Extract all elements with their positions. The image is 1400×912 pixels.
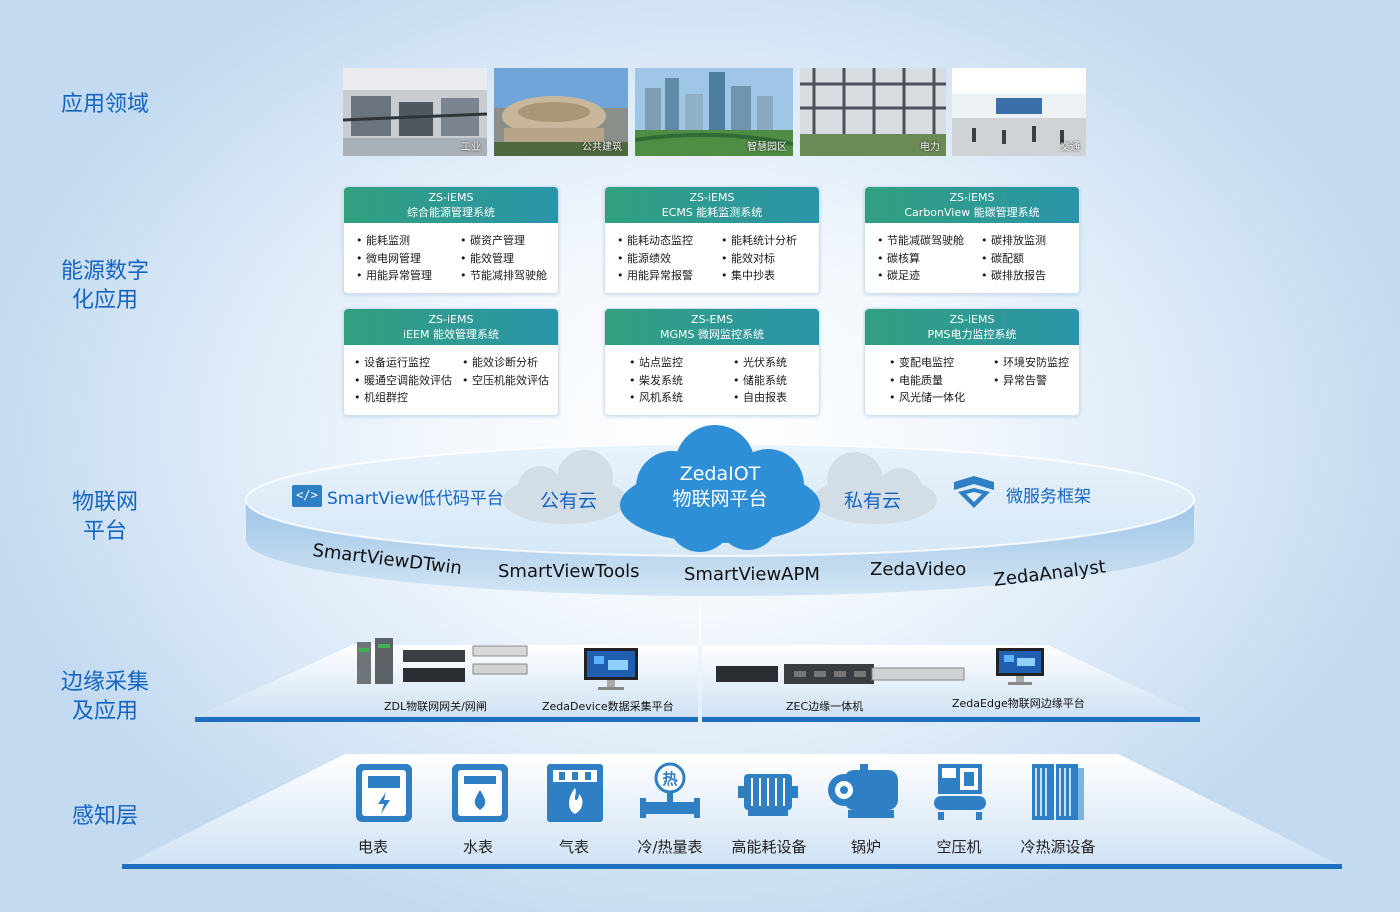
edge-caption-zec: ZEC边缘一体机 <box>786 700 864 713</box>
layer-label-app-domain: 应用领域 <box>60 92 149 117</box>
sensor-label-boiler: 锅炉 <box>850 838 881 856</box>
sensor-label-gas: 气表 <box>558 838 589 856</box>
gateway-devices-icon <box>357 638 528 684</box>
photo-caption: 工业 <box>461 142 481 153</box>
photo-power: 电力 <box>800 68 946 156</box>
sensor-label-heat: 冷/热量表 <box>637 838 703 856</box>
edge-monitor-icon <box>996 648 1044 685</box>
module-smartviewtools: SmartViewTools <box>498 561 640 582</box>
microservice-label: 微服务框架 <box>1006 487 1091 507</box>
edge-caption-zdl: ZDL物联网网关/网闸 <box>384 700 487 713</box>
photo-caption: 智慧园区 <box>747 142 787 153</box>
sensor-label-compressor: 空压机 <box>936 838 982 856</box>
card-items: 能耗动态监控能耗统计分析 能源绩效能效对标 用能异常报警集中抄表 <box>605 223 819 285</box>
microservice-icon <box>954 476 994 508</box>
edge-box-devices-icon <box>716 664 965 684</box>
hvac-unit-icon <box>1032 764 1084 820</box>
sensor-label-motor: 高能耗设备 <box>731 838 807 856</box>
motor-icon <box>738 774 798 816</box>
module-zedavideo: ZedaVideo <box>870 559 967 580</box>
private-cloud-label: 私有云 <box>844 490 902 512</box>
water-meter-icon <box>452 764 508 822</box>
air-compressor-icon <box>934 764 986 820</box>
code-icon: </> <box>292 485 322 507</box>
edge-caption-zedaedge: ZedaEdge物联网边缘平台 <box>952 697 1085 710</box>
photo-caption: 公共建筑 <box>582 142 622 153</box>
card-items: 变配电监控环境安防监控 电能质量异常告警 风光储一体化 <box>865 345 1079 407</box>
heat-meter-icon <box>640 762 700 818</box>
heat-char-glyph: 热 <box>662 770 678 788</box>
boiler-icon <box>828 764 898 818</box>
sensor-label-hvac: 冷热源设备 <box>1020 838 1096 856</box>
photo-industry: 工业 <box>343 68 487 156</box>
electric-meter-icon <box>356 764 412 822</box>
monitor-icon <box>584 648 638 690</box>
layer-label-iot-platform: 物联网平台 <box>71 490 138 544</box>
card-items: 设备运行监控能效诊断分析 暖通空调能效评估空压机能效评估 机组群控 <box>344 345 558 407</box>
sensor-label-water: 水表 <box>462 838 493 856</box>
edge-caption-zedadevice: ZedaDevice数据采集平台 <box>542 700 674 713</box>
module-smartviewapm: SmartViewAPM <box>684 564 820 585</box>
card-items: 站点监控光伏系统 柴发系统储能系统 风机系统自由报表 <box>605 345 819 407</box>
photo-caption: 电力 <box>920 142 940 153</box>
public-cloud-label: 公有云 <box>540 490 598 512</box>
layer-label-edge: 边缘采集及应用 <box>60 670 149 724</box>
layer-label-energy-digital: 能源数字化应用 <box>60 259 149 313</box>
smartview-lowcode-label: SmartView低代码平台 <box>327 489 504 509</box>
photo-public-building: 公共建筑 <box>494 68 628 156</box>
photo-transport: 交通 <box>952 68 1086 156</box>
card-items: 能耗监测碳资产管理 微电网管理能效管理 用能异常管理节能减排驾驶舱 <box>344 223 558 285</box>
card-items: 节能减碳驾驶舱碳排放监测 碳核算碳配额 碳足迹碳排放报告 <box>865 223 1079 285</box>
gas-meter-icon <box>547 764 603 822</box>
photo-caption: 交通 <box>1060 142 1080 153</box>
layer-label-perception: 感知层 <box>71 804 138 829</box>
sensor-label-electric: 电表 <box>357 838 388 856</box>
photo-smart-park: 智慧园区 <box>635 68 793 156</box>
